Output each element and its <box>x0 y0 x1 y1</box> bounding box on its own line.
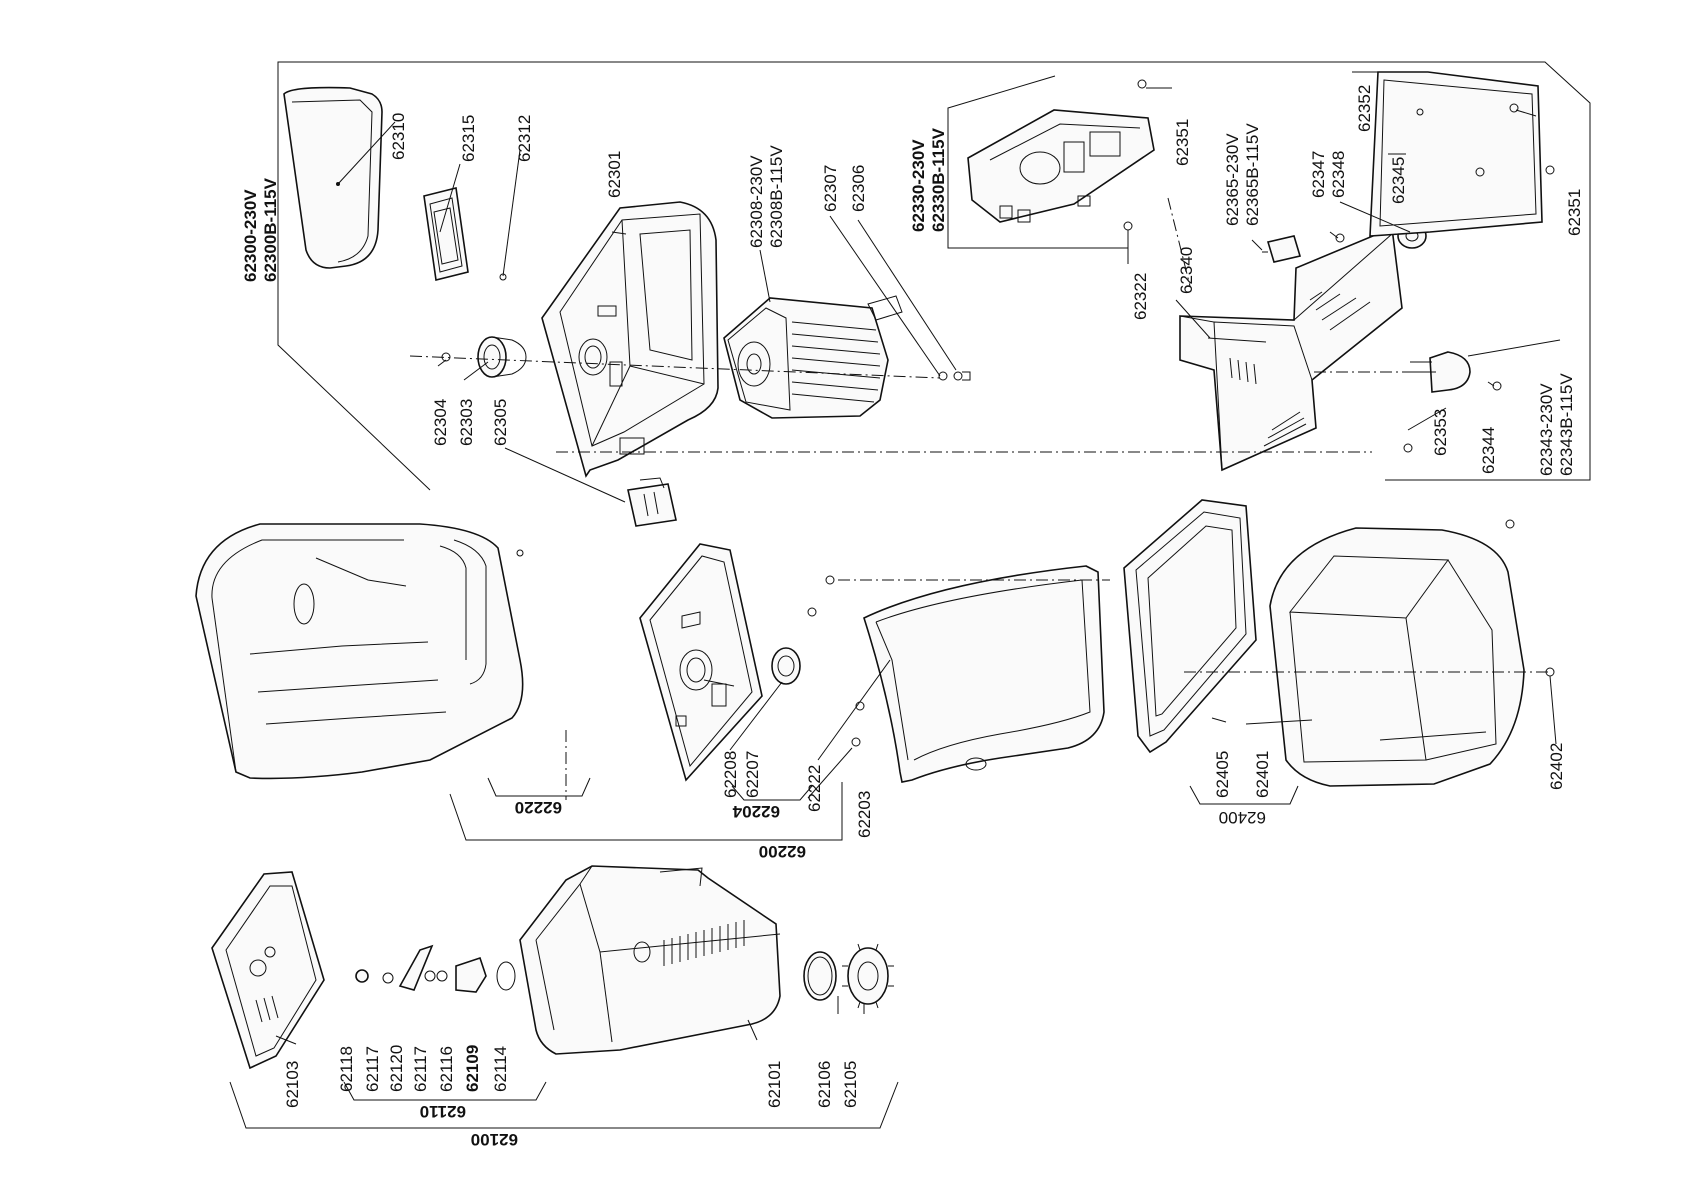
label-62118: 62118 <box>337 1046 356 1092</box>
group-label-62200: 62200 <box>759 842 806 861</box>
group-label-62110: 62110 <box>420 1102 466 1121</box>
label-62348: 62348 <box>1329 151 1348 198</box>
label-62343b-115v: 62343B-115V <box>1557 373 1576 476</box>
part-62105-gear <box>842 943 894 1009</box>
part-62351-screw-a <box>1137 79 1147 89</box>
label-62305: 62305 <box>491 399 510 446</box>
label-62114: 62114 <box>491 1046 510 1092</box>
group-label-62330-230v: 62330-230V <box>909 139 928 232</box>
label-62310: 62310 <box>389 113 408 160</box>
part-62351-screws-b <box>1509 103 1555 175</box>
part-62103-cover <box>211 871 325 1070</box>
label-62120: 62120 <box>387 1045 406 1092</box>
part-62344-screw <box>1492 381 1502 391</box>
label-62308-230v: 62308-230V <box>747 155 766 248</box>
label-62304: 62304 <box>431 399 450 446</box>
label-62105: 62105 <box>841 1061 860 1108</box>
label-62106: 62106 <box>815 1061 834 1108</box>
label-62345: 62345 <box>1389 157 1408 204</box>
label-62353: 62353 <box>1431 409 1450 456</box>
part-62340-chassis <box>1179 226 1403 472</box>
part-62307-62306-screws <box>938 371 971 381</box>
group-62300-boundary <box>277 61 1591 491</box>
label-62306: 62306 <box>849 165 868 212</box>
label-62308b-115v: 62308B-115V <box>767 145 786 248</box>
label-62405: 62405 <box>1213 751 1232 798</box>
label-62222: 62222 <box>805 765 824 812</box>
label-62401: 62401 <box>1253 751 1272 798</box>
part-62301-front-housing <box>541 201 719 478</box>
leader-lines <box>275 71 1561 1045</box>
center-lines <box>409 197 1550 800</box>
label-62109: 62109 <box>463 1045 482 1092</box>
group-labels: 62220 62204 62200 62400 62110 62100 <box>420 798 1266 1149</box>
label-62303: 62303 <box>457 399 476 446</box>
label-62116: 62116 <box>437 1046 456 1092</box>
group-label-62400: 62400 <box>1219 808 1266 827</box>
label-62347: 62347 <box>1309 151 1328 198</box>
label-62208: 62208 <box>721 751 740 798</box>
part-62207-seal-ring <box>771 647 801 685</box>
part-62303-coupler <box>477 336 527 378</box>
part-62315-display-window <box>423 187 469 281</box>
label-62307: 62307 <box>821 165 840 212</box>
label-62402: 62402 <box>1547 743 1566 790</box>
part-62110-blade-assembly <box>355 944 516 993</box>
part-62220-main-housing <box>195 523 524 780</box>
label-62322: 62322 <box>1131 273 1150 320</box>
part-62208-base-plate <box>639 543 763 782</box>
part-62106-o-ring <box>803 951 837 1001</box>
label-62365b-115v: 62365B-115V <box>1243 123 1262 226</box>
label-62101: 62101 <box>765 1061 784 1108</box>
label-62340: 62340 <box>1177 247 1196 294</box>
label-62117-a: 62117 <box>363 1046 382 1092</box>
part-62305-switch <box>627 477 677 527</box>
part-62353-screw <box>1403 443 1413 453</box>
part-62203-screw <box>851 737 861 747</box>
part-62310-cover-plate <box>283 86 383 269</box>
part-62101-jar <box>519 865 781 1055</box>
group-brackets <box>229 777 1299 1129</box>
part-labels: 62300-230V 62300B-115V 62310 62315 62312… <box>241 85 1584 1108</box>
label-62312: 62312 <box>515 115 534 162</box>
label-62365-230v: 62365-230V <box>1223 133 1242 226</box>
part-62365-relay <box>1262 235 1302 263</box>
part-62222-base-tray <box>807 565 1105 783</box>
part-62405-gasket-frame <box>1123 499 1257 754</box>
part-62345-back-plate <box>1369 71 1543 237</box>
label-62117-b: 62117 <box>411 1046 430 1092</box>
label-62351-right: 62351 <box>1565 189 1584 236</box>
part-62308-motor <box>723 295 903 419</box>
group-label-62300b-115v: 62300B-115V <box>261 177 280 282</box>
label-62301: 62301 <box>605 151 624 198</box>
label-62351-top: 62351 <box>1173 119 1192 166</box>
label-62344: 62344 <box>1479 427 1498 474</box>
part-62330-control-board <box>967 109 1155 223</box>
group-label-62204: 62204 <box>732 802 780 821</box>
label-62203: 62203 <box>855 791 874 838</box>
label-62315: 62315 <box>459 115 478 162</box>
group-label-62220: 62220 <box>515 798 562 817</box>
part-62401-outer-housing <box>1269 519 1525 787</box>
part-62322-screw <box>1123 221 1133 231</box>
label-62103: 62103 <box>283 1061 302 1108</box>
group-label-62300-230v: 62300-230V <box>241 189 260 282</box>
label-62207: 62207 <box>743 751 762 798</box>
group-62330-boundary <box>947 75 1128 249</box>
label-62343-230v: 62343-230V <box>1537 383 1556 476</box>
group-label-62100: 62100 <box>471 1130 518 1149</box>
label-62352: 62352 <box>1355 85 1374 132</box>
group-label-62330b-115v: 62330B-115V <box>929 127 948 232</box>
